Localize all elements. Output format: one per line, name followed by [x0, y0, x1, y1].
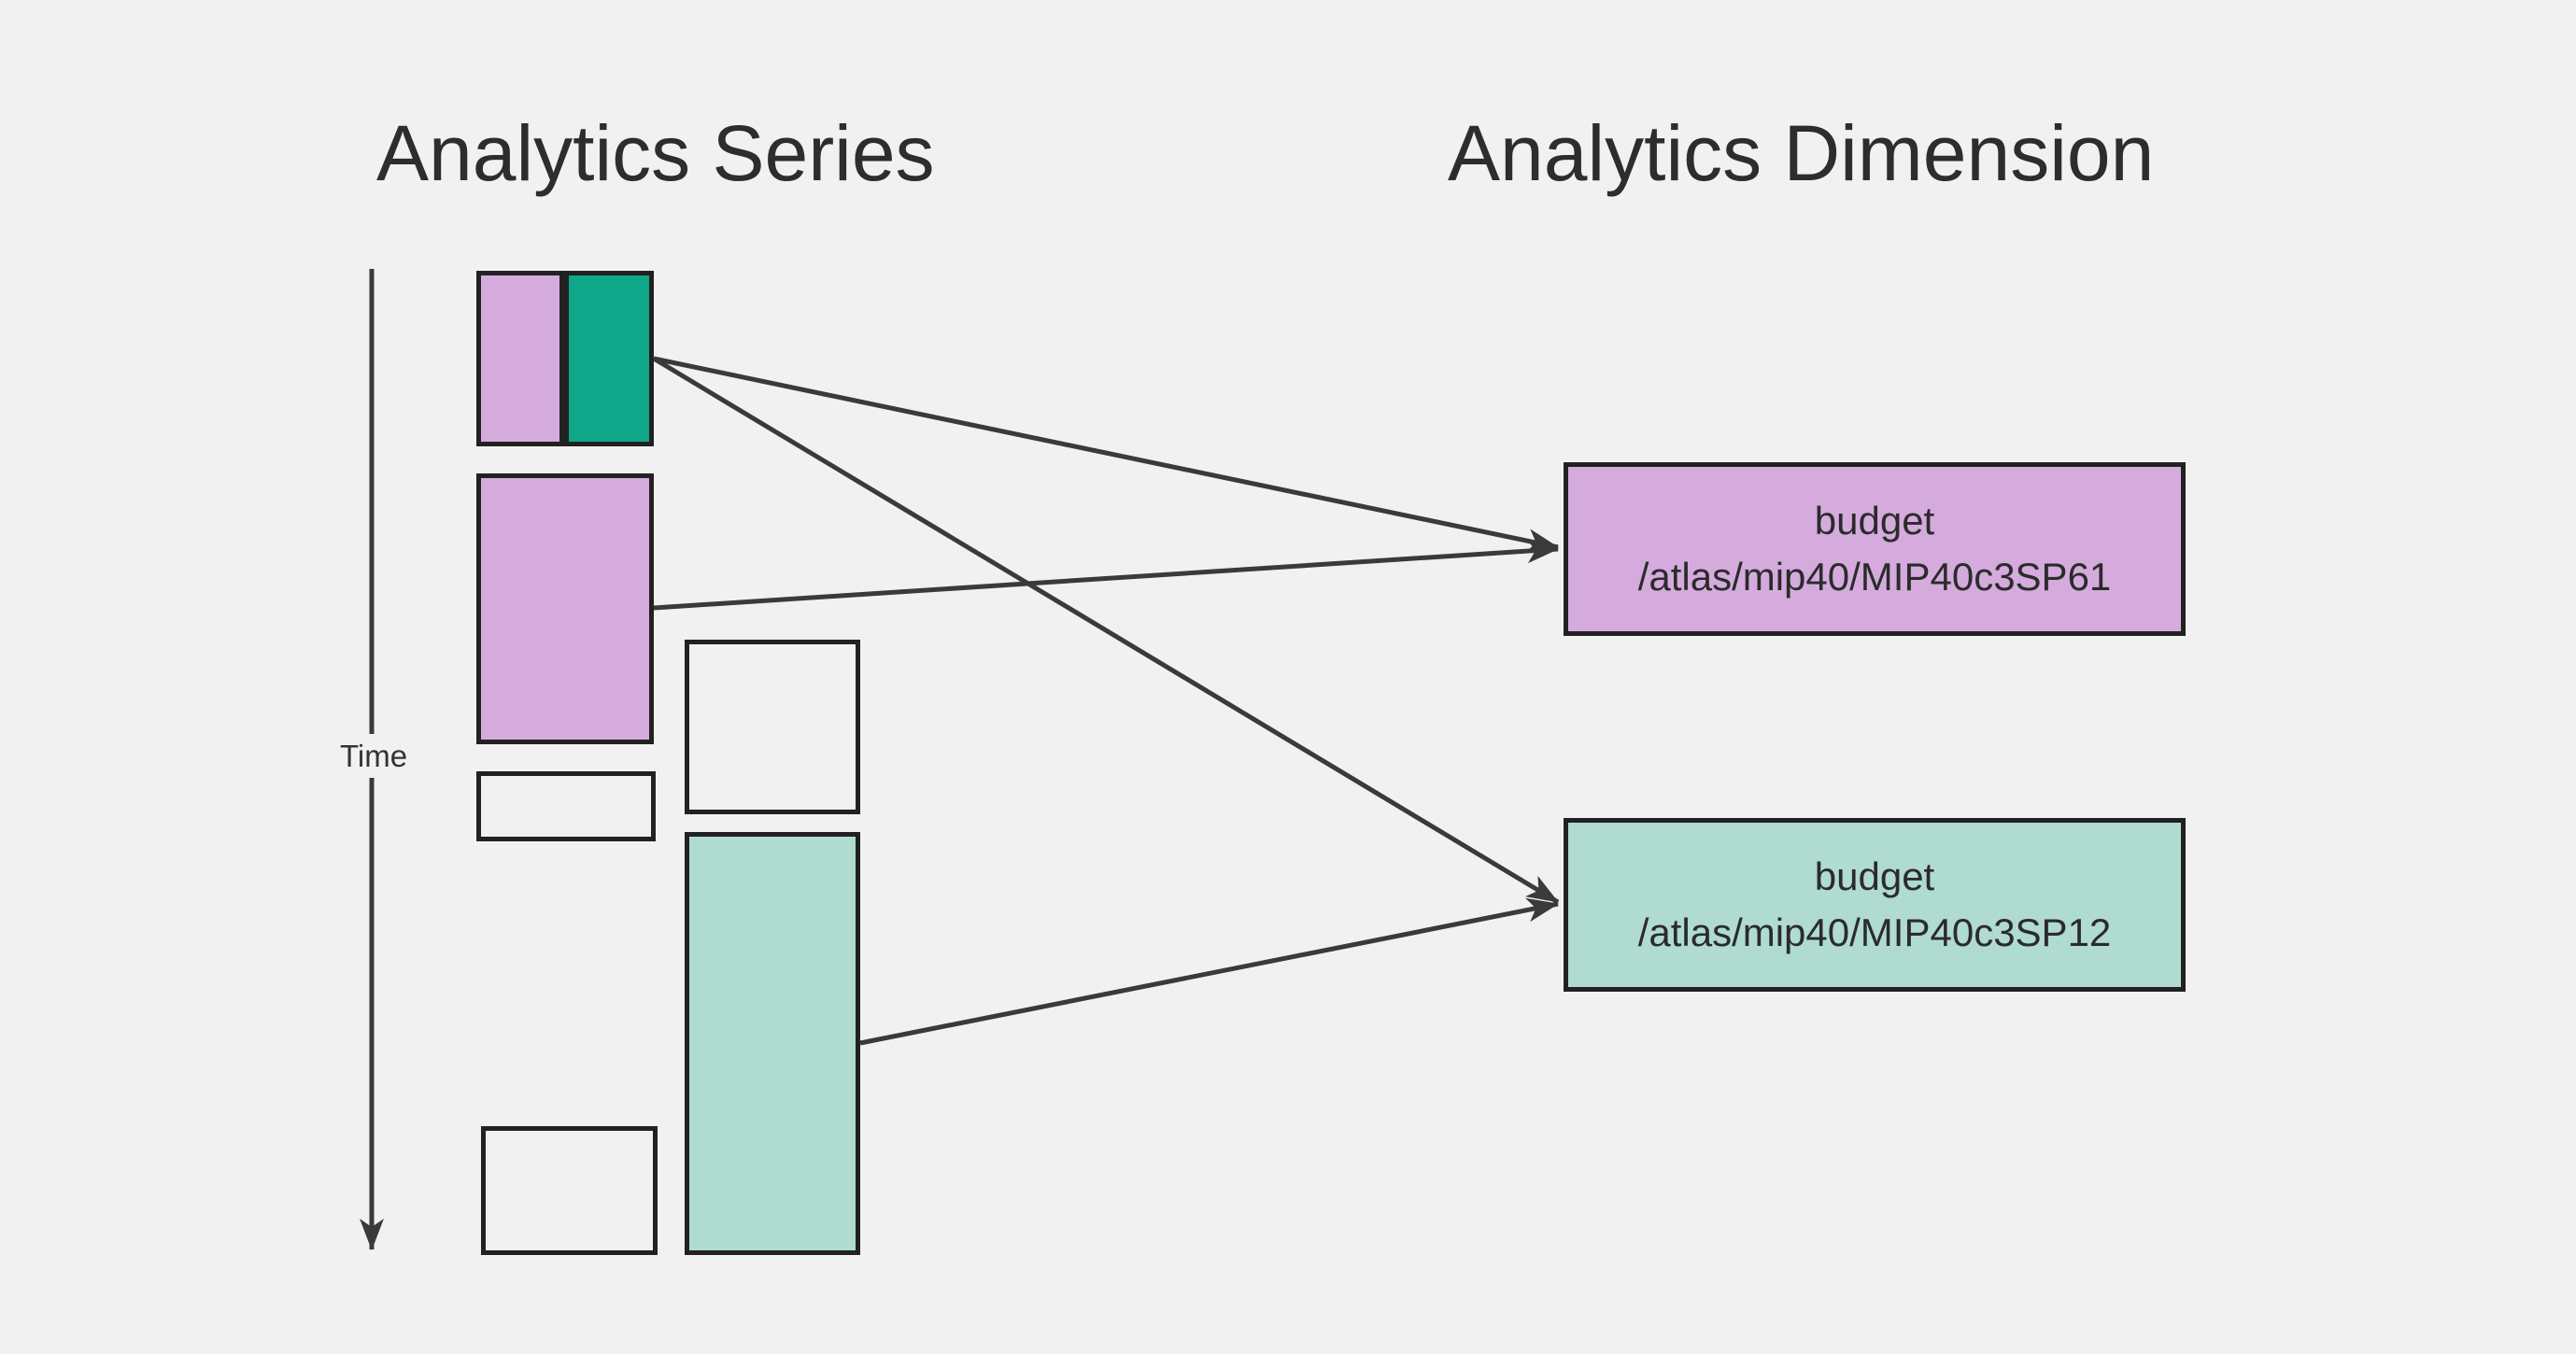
series-block-teal [564, 271, 654, 446]
connector-teal-to-sp61 [653, 356, 1559, 553]
dimension-box-mip40c3sp12: budget /atlas/mip40/MIP40c3SP12 [1564, 818, 2186, 992]
series-block-empty-small [476, 771, 656, 841]
dimension-box-name: budget [1814, 499, 1935, 543]
time-axis-label: Time [330, 734, 418, 778]
series-title: Analytics Series [376, 109, 935, 197]
connector-teal-to-sp12 [652, 356, 1560, 905]
series-block-empty-tall [685, 640, 860, 814]
dimension-title: Analytics Dimension [1448, 109, 2155, 197]
connector-mint-to-sp12 [859, 897, 1559, 1046]
dimension-box-mip40c3sp61: budget /atlas/mip40/MIP40c3SP61 [1564, 462, 2186, 636]
connector-lavender-to-sp61 [653, 539, 1559, 611]
series-block-empty-bottom [481, 1126, 658, 1255]
series-block-lavender-small [476, 271, 564, 446]
dimension-box-path: /atlas/mip40/MIP40c3SP12 [1637, 910, 2112, 954]
series-block-lavender-large [476, 473, 654, 744]
dimension-box-name: budget [1814, 854, 1935, 898]
dimension-box-path: /atlas/mip40/MIP40c3SP61 [1637, 555, 2112, 599]
series-block-mint-tall [685, 832, 860, 1255]
